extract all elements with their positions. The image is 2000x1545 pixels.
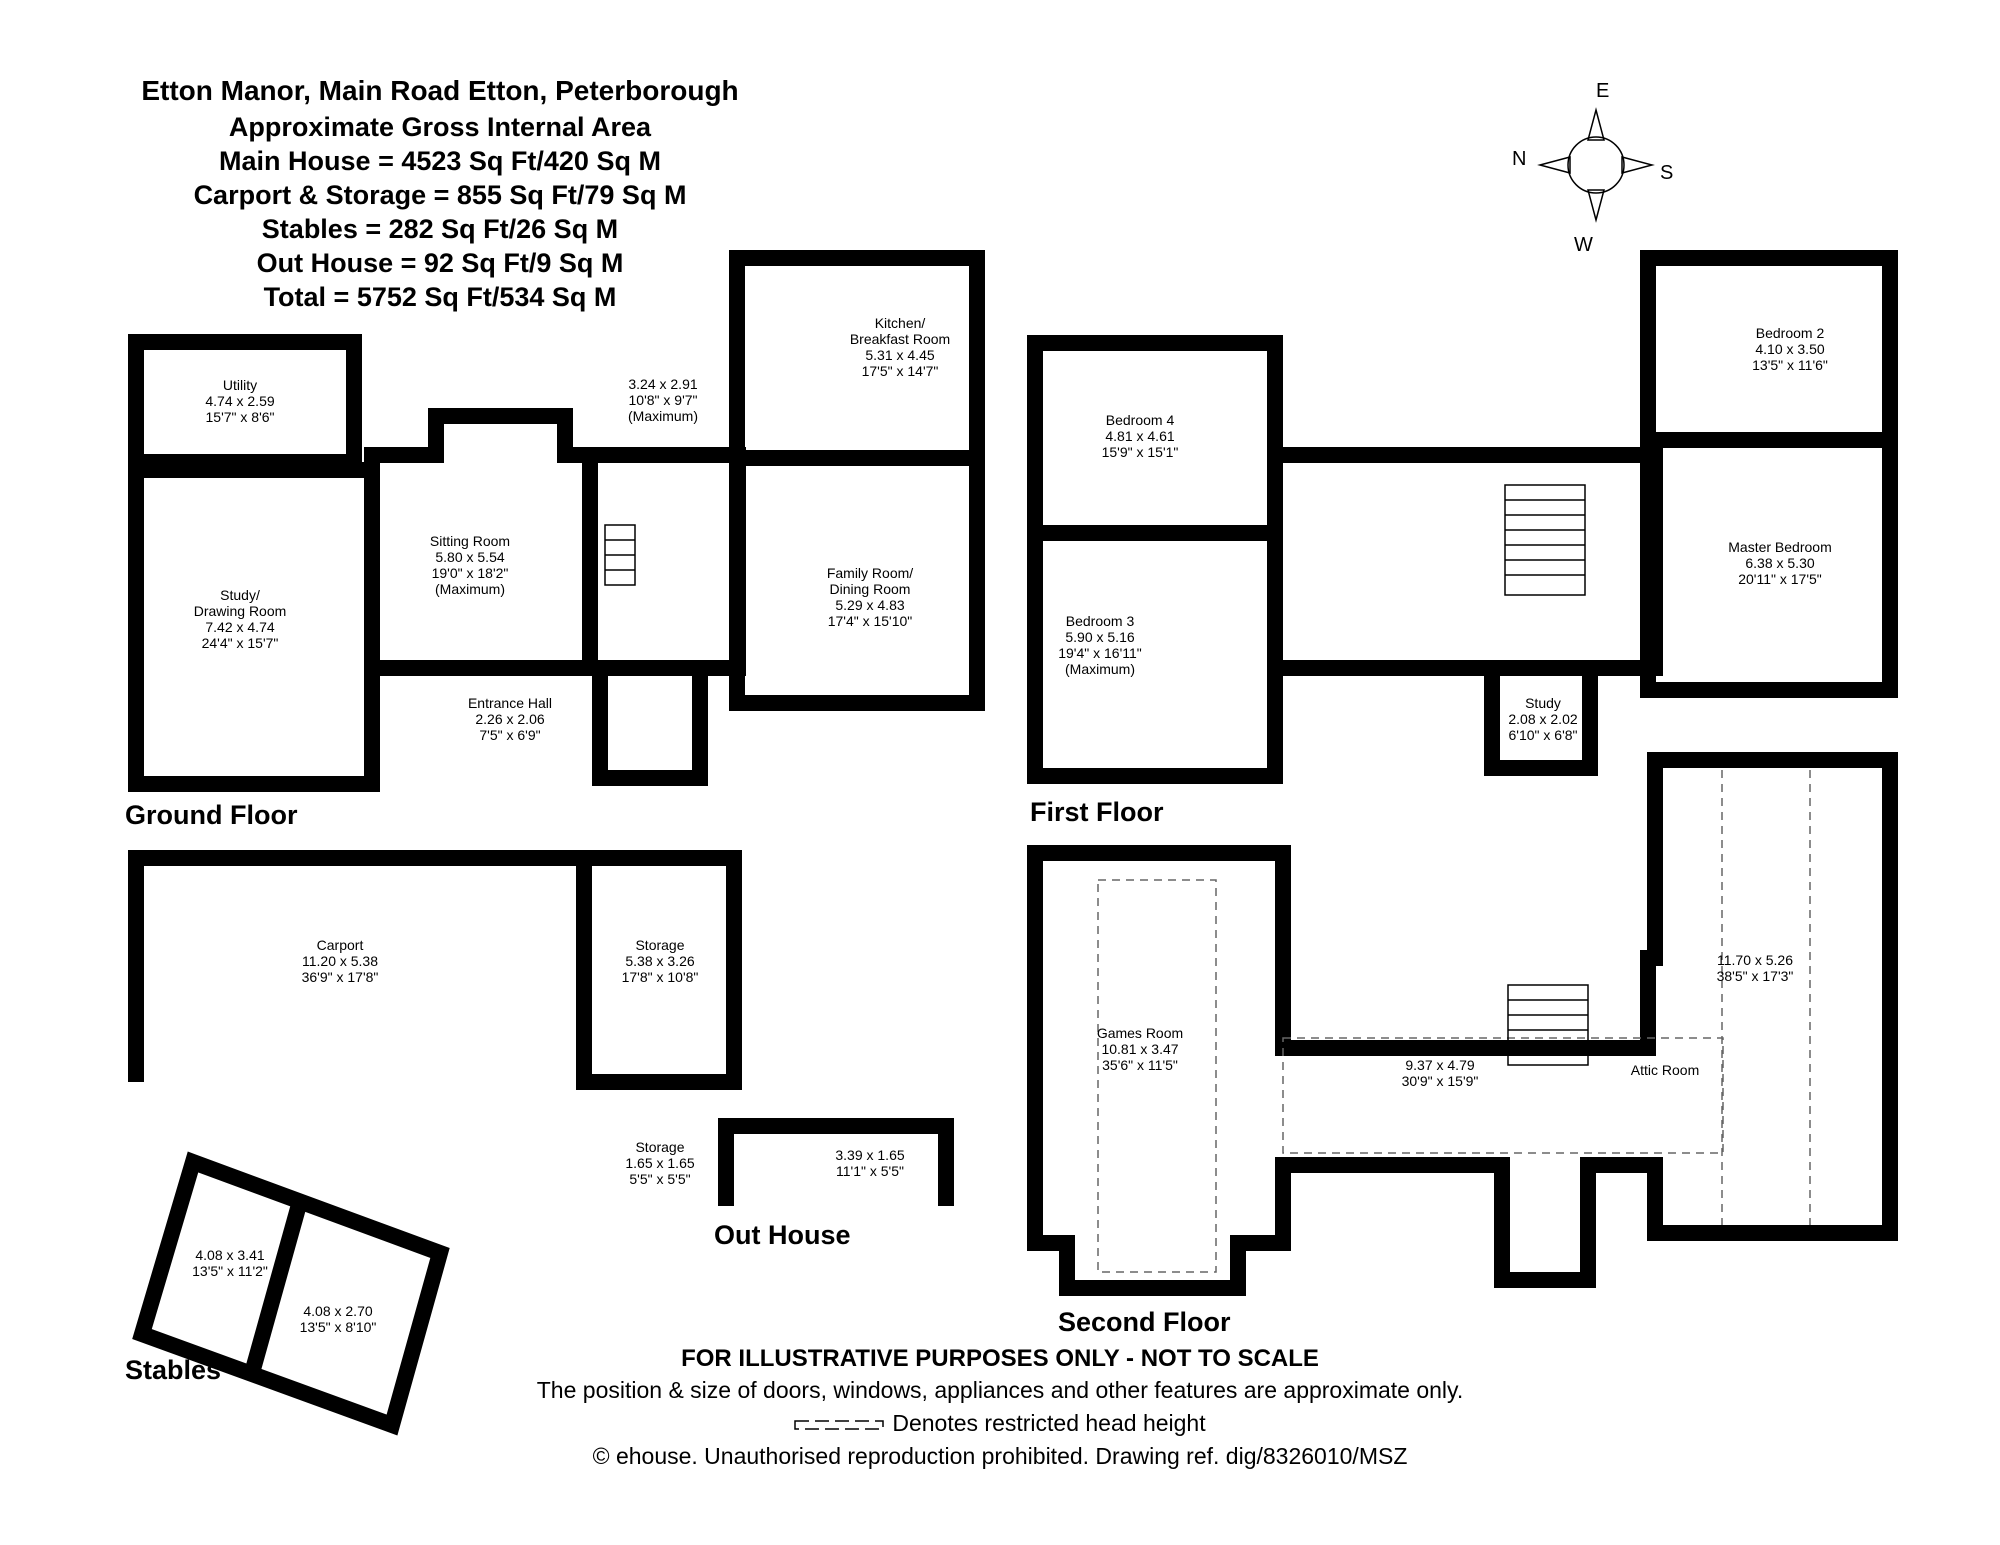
- copyright-text: © ehouse. Unauthorised reproduction proh…: [592, 1443, 1408, 1469]
- compass-north-label: N: [1512, 148, 1527, 170]
- master-bedroom-walls: [1640, 432, 1898, 698]
- compass-south-label: S: [1660, 162, 1674, 184]
- out-house-label: Out House: [714, 1220, 851, 1250]
- stables-walls: [132, 1151, 450, 1436]
- restricted-height-legend: Denotes restricted head height: [0, 1410, 2000, 1437]
- storage-walls: [576, 850, 742, 1090]
- area-total: Total = 5752 Sq Ft/534 Sq M: [263, 282, 617, 312]
- ground-floor-label: Ground Floor: [125, 800, 298, 830]
- attic-room-label: Attic Room: [1631, 1062, 1699, 1078]
- outhouse-walls: [718, 1118, 954, 1206]
- area-heading: Approximate Gross Internal Area: [228, 112, 652, 142]
- area-out-house: Out House = 92 Sq Ft/9 Sq M: [256, 248, 624, 278]
- kitchen-walls: [729, 250, 985, 466]
- disclaimer-text: FOR ILLUSTRATIVE PURPOSES ONLY - NOT TO …: [681, 1345, 1319, 1372]
- bedroom3-walls: [1027, 525, 1283, 784]
- sitting-room-walls: [364, 408, 598, 676]
- dashed-line-icon: [794, 1420, 885, 1430]
- compass-west-label: W: [1574, 234, 1593, 256]
- compass-rose-icon: [1537, 107, 1655, 223]
- approximation-note: The position & size of doors, windows, a…: [536, 1377, 1464, 1403]
- first-floor-label: First Floor: [1030, 797, 1164, 827]
- lobby-walls: [582, 447, 746, 676]
- area-main-house: Main House = 4523 Sq Ft/420 Sq M: [219, 146, 661, 176]
- study-first-walls: [1484, 660, 1598, 776]
- entrance-hall-walls: [592, 660, 708, 786]
- plan-title: Etton Manor, Main Road Etton, Peterborou…: [141, 75, 739, 106]
- first-floor-corridor-walls: [1275, 447, 1663, 676]
- area-carport-storage: Carport & Storage = 855 Sq Ft/79 Sq M: [193, 180, 687, 210]
- compass-east-label: E: [1596, 80, 1610, 102]
- stairs-icon: [604, 484, 1589, 1066]
- second-floor-label: Second Floor: [1058, 1307, 1231, 1337]
- legend-label: Denotes restricted head height: [892, 1410, 1206, 1436]
- area-stables: Stables = 282 Sq Ft/26 Sq M: [261, 214, 619, 244]
- games-room-walls: [1027, 752, 1898, 1296]
- family-room-walls: [729, 450, 985, 711]
